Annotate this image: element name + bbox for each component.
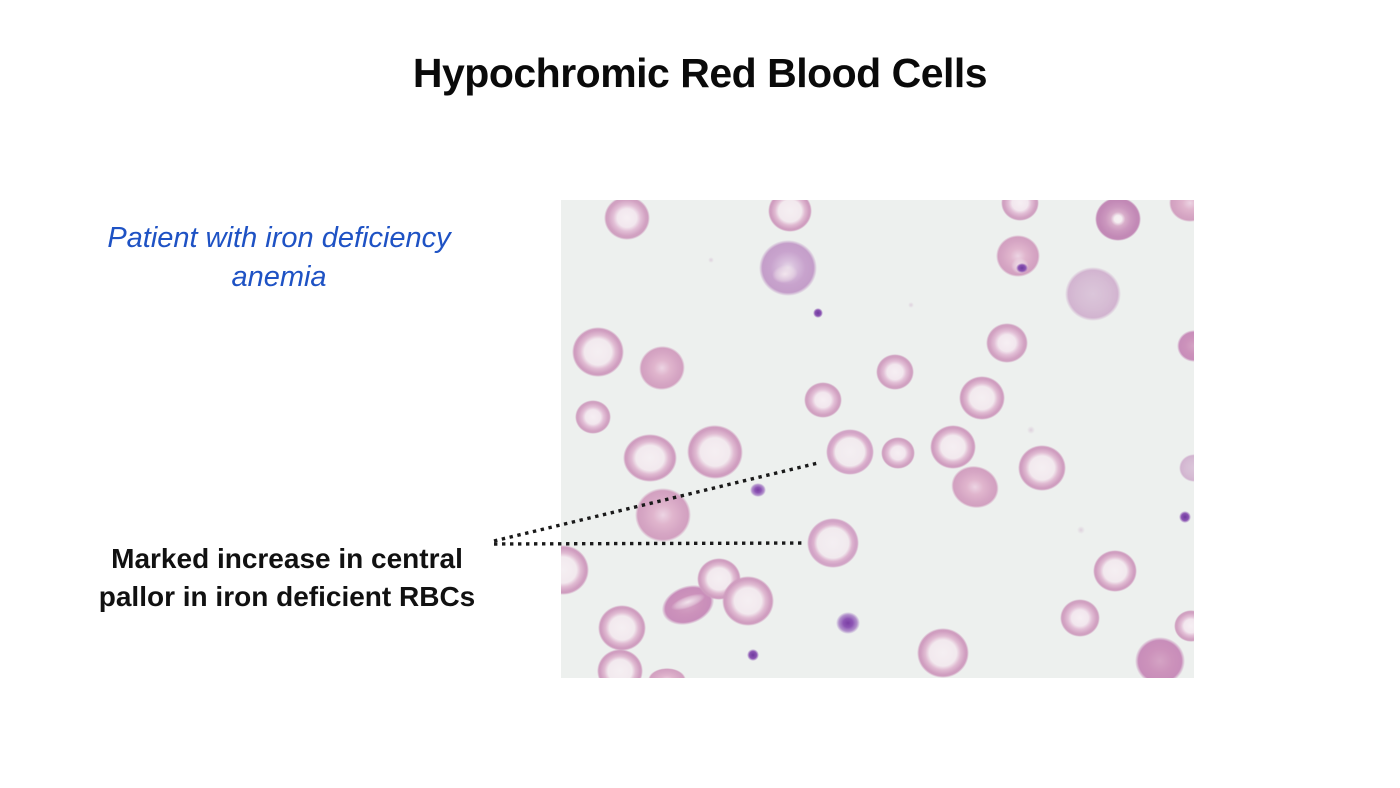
- red-blood-cell: [575, 400, 611, 434]
- red-blood-cell: [1135, 637, 1185, 678]
- blood-smear-svg: [561, 200, 1194, 678]
- pallor-annotation-line2: pallor in iron deficient RBCs: [98, 581, 476, 612]
- platelet: [836, 612, 860, 634]
- hypochromic-red-blood-cell: [807, 518, 859, 568]
- cell-fold-highlight: [670, 593, 706, 611]
- red-blood-cell: [722, 576, 774, 626]
- red-blood-cell: [768, 200, 812, 232]
- platelet-dot: [1179, 511, 1191, 523]
- patient-caption: Patient with iron deficiency anemia: [61, 219, 497, 297]
- red-blood-cell: [1174, 610, 1194, 642]
- red-blood-cell: [598, 605, 646, 651]
- red-blood-cell: [876, 354, 914, 390]
- red-blood-cell: [1001, 200, 1039, 221]
- red-blood-cell: [917, 628, 969, 678]
- red-blood-cell: [648, 668, 686, 678]
- patient-caption-line2: anemia: [231, 261, 327, 293]
- slide-title: Hypochromic Red Blood Cells: [412, 50, 988, 96]
- background-speck: [908, 302, 914, 308]
- background-speck: [708, 257, 714, 263]
- background-speck: [1027, 426, 1035, 434]
- red-blood-cell: [597, 649, 643, 678]
- red-blood-cell: [687, 424, 743, 480]
- red-blood-cell: [930, 425, 976, 469]
- pallor-annotation-line1: Marked increase in central: [111, 543, 463, 574]
- platelet-dot: [1016, 263, 1028, 273]
- red-blood-cell: [604, 200, 650, 240]
- blood-smear-photo: [561, 200, 1194, 678]
- red-blood-cell: [1065, 267, 1121, 321]
- platelet-dot: [747, 649, 759, 661]
- red-blood-cell: [959, 376, 1005, 420]
- pallor-annotation-label: Marked increase in central pallor in iro…: [70, 540, 504, 616]
- red-blood-cell: [561, 545, 589, 595]
- platelet-dot: [813, 308, 823, 318]
- red-blood-cell: [1095, 200, 1141, 241]
- hypochromic-red-blood-cell: [826, 429, 874, 475]
- red-blood-cell: [986, 323, 1028, 363]
- red-blood-cell: [1093, 550, 1137, 592]
- red-blood-cell: [1169, 200, 1194, 222]
- blood-smear-cells: [561, 200, 1194, 678]
- platelet: [750, 483, 766, 497]
- red-blood-cell: [1018, 445, 1066, 491]
- red-blood-cell: [804, 382, 842, 418]
- red-blood-cell: [1177, 330, 1194, 362]
- cell-fold-highlight: [772, 264, 798, 284]
- red-blood-cell: [996, 235, 1040, 277]
- red-blood-cell: [572, 327, 624, 377]
- background-speck: [1077, 526, 1085, 534]
- red-blood-cell: [881, 437, 915, 469]
- red-blood-cell: [951, 465, 999, 509]
- patient-caption-line1: Patient with iron deficiency: [107, 222, 451, 254]
- red-blood-cell: [1179, 454, 1194, 482]
- red-blood-cell: [623, 434, 677, 482]
- red-blood-cell: [639, 345, 685, 391]
- red-blood-cell: [1060, 599, 1100, 637]
- red-blood-cell: [635, 488, 691, 542]
